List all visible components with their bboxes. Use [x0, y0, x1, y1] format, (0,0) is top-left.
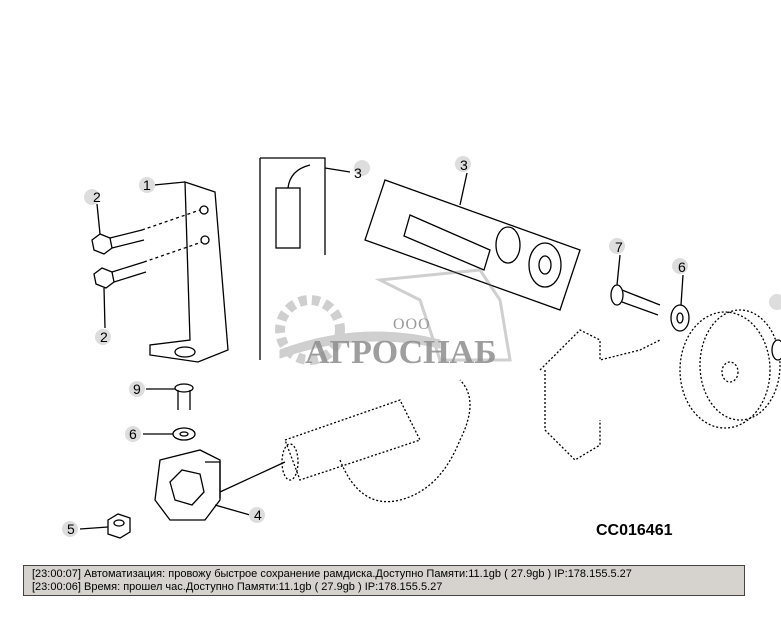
callout-markers [62, 156, 781, 537]
watermark-name: АГРОСНАБ [305, 334, 497, 371]
callout-3: 3 [460, 157, 468, 173]
bolt-part [93, 241, 203, 289]
nut-part [107, 513, 131, 539]
log-line: [23:00:06] Время: прошел час.Доступно Па… [32, 581, 443, 593]
callout-3: 3 [354, 165, 362, 181]
callout-7: 7 [615, 239, 623, 255]
callout-6: 6 [678, 259, 686, 275]
callout-5: 5 [67, 521, 75, 537]
watermark-logo [275, 268, 512, 365]
washer-part [670, 304, 690, 332]
bracket-part [149, 181, 229, 363]
sensor-inset-part [259, 157, 326, 360]
callout-2: 2 [93, 189, 101, 205]
callout-1: 1 [143, 177, 151, 193]
washer-part [172, 427, 196, 441]
bolt-part [91, 209, 201, 255]
clamp-part [154, 449, 221, 521]
callout-4: 4 [254, 507, 262, 523]
log-line: [23:00:07] Автоматизация: провожу быстро… [32, 568, 632, 580]
pulley-part [539, 309, 781, 461]
screw-part [174, 383, 194, 410]
spacer-part [281, 379, 471, 503]
watermark-prefix: ООО [393, 316, 431, 333]
diagram-code: CC016461 [596, 522, 673, 539]
sensor-inset-part [364, 179, 581, 311]
log-panel: [23:00:07] Автоматизация: провожу быстро… [23, 565, 745, 596]
callout-6: 6 [129, 426, 137, 442]
callout-2: 2 [100, 329, 108, 345]
bolt-part [610, 284, 661, 316]
callout-9: 9 [133, 381, 141, 397]
